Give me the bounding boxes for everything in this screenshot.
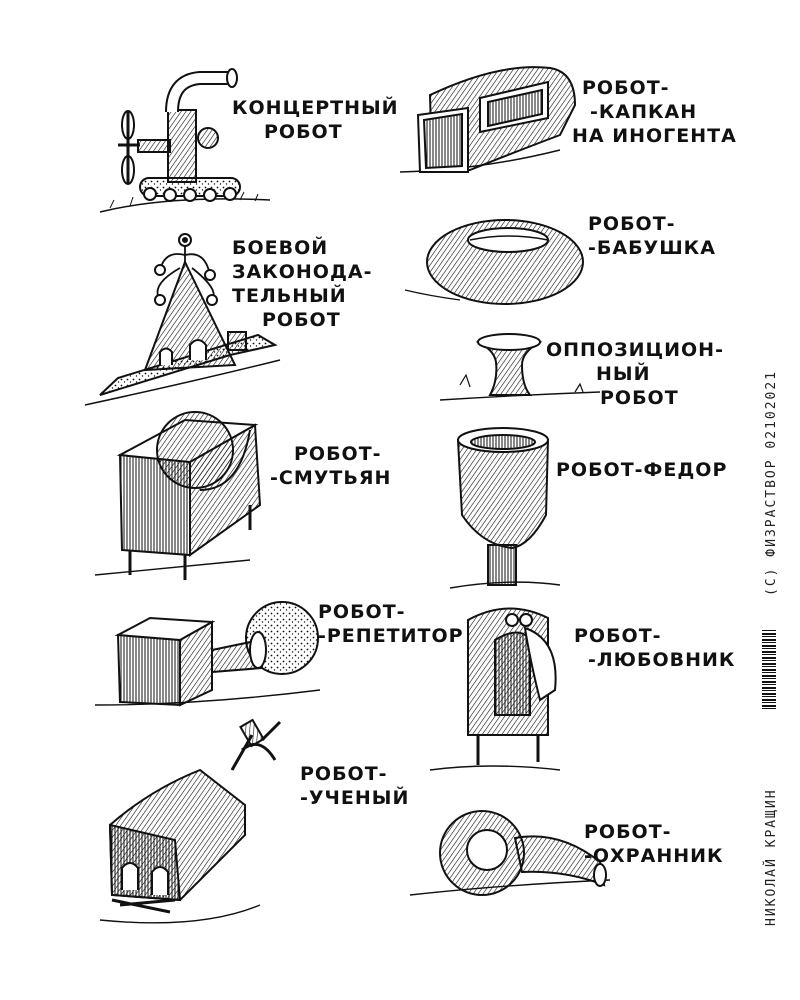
label-line: РОБОТ- <box>574 625 662 647</box>
lover-robot-drawing <box>429 607 561 771</box>
label-line: РОБОТ <box>264 121 343 143</box>
label-legislative-robot: БОЕВОЙ ЗАКОНОДА- ТЕЛЬНЫЙ РОБОТ <box>232 236 372 332</box>
concert-robot-drawing <box>99 68 271 213</box>
label-scientist-robot: РОБОТ- -УЧЕНЫЙ <box>300 762 409 810</box>
label-line: -УЧЕНЫЙ <box>300 787 410 809</box>
copyright-text: (C) ФИЗРАСТВОР 02102021 <box>764 369 779 596</box>
label-line: РОБОТ <box>262 309 341 331</box>
guard-robot-drawing <box>409 810 611 896</box>
label-line: -ОХРАННИК <box>584 845 724 867</box>
label-line: -СМУТЬЯН <box>270 467 392 489</box>
label-opposition-robot: ОППОЗИЦИОН- НЫЙ РОБОТ <box>546 338 724 410</box>
opposition-robot-drawing <box>439 333 601 401</box>
scientist-robot-drawing <box>99 718 282 924</box>
label-line: КОНЦЕРТНЫЙ <box>232 97 399 119</box>
label-tutor-robot: РОБОТ- -РЕПЕТИТОР <box>318 600 464 648</box>
label-line: НЫЙ <box>596 363 651 385</box>
fedor-robot-drawing <box>449 427 561 589</box>
label-grandma-robot: РОБОТ- -БАБУШКА <box>588 212 716 260</box>
label-line: РОБОТ- <box>582 77 670 99</box>
tutor-robot-drawing <box>94 601 321 707</box>
label-line: ОППОЗИЦИОН- <box>546 339 724 361</box>
label-line: РОБОТ-ФЕДОР <box>556 459 728 481</box>
label-line: НА ИНОГЕНТА <box>572 125 737 147</box>
barcode-mark <box>762 630 776 710</box>
label-line: РОБОТ <box>600 387 679 409</box>
label-line: -ЛЮБОВНИК <box>588 649 736 671</box>
grandma-robot-drawing <box>404 219 584 305</box>
label-line: БОЕВОЙ <box>232 237 329 259</box>
label-line: РОБОТ- <box>300 763 388 785</box>
legislative-robot-drawing <box>84 233 281 406</box>
label-trap-robot: РОБОТ- -КАПКАН НА ИНОГЕНТА <box>572 76 737 148</box>
author-name: НИКОЛАЙ КРАЩИН <box>764 788 779 926</box>
label-concert-robot: КОНЦЕРТНЫЙ РОБОТ <box>232 96 399 144</box>
trap-robot-drawing <box>399 66 577 173</box>
label-line: -РЕПЕТИТОР <box>318 625 464 647</box>
label-lover-robot: РОБОТ- -ЛЮБОВНИК <box>574 624 735 672</box>
label-line: РОБОТ- <box>584 821 672 843</box>
label-line: РОБОТ- <box>294 443 382 465</box>
label-line: ТЕЛЬНЫЙ <box>232 285 347 307</box>
label-guard-robot: РОБОТ- -ОХРАННИК <box>584 820 724 868</box>
label-fedor-robot: РОБОТ-ФЕДОР <box>556 458 727 482</box>
label-line: РОБОТ- <box>318 601 406 623</box>
label-troublemaker-robot: РОБОТ- -СМУТЬЯН <box>270 442 391 490</box>
label-line: -КАПКАН <box>590 101 698 123</box>
label-line: ЗАКОНОДА- <box>232 261 373 283</box>
label-line: РОБОТ- <box>588 213 676 235</box>
troublemaker-robot-drawing <box>94 411 262 580</box>
label-line: -БАБУШКА <box>588 237 716 259</box>
